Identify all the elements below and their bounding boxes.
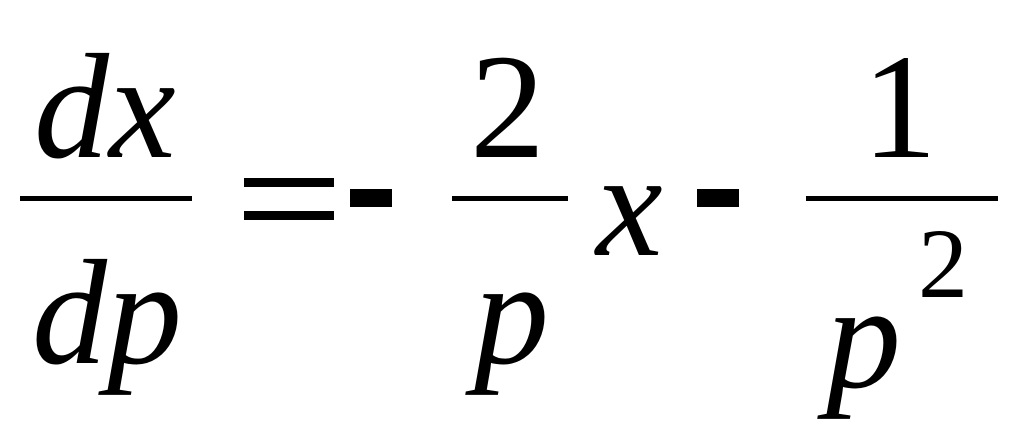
term1-denominator: p xyxy=(474,230,549,396)
term1-fraction-bar xyxy=(452,196,568,201)
lhs-numerator: dx xyxy=(34,24,176,190)
term2-fraction-bar xyxy=(806,196,998,201)
equals-sign: = xyxy=(244,178,334,222)
lhs-fraction-bar xyxy=(20,196,192,201)
term2-numerator: 1 xyxy=(862,24,937,190)
term2-denominator-exponent: 2 xyxy=(918,208,968,319)
minus-sign-2: - xyxy=(697,189,739,207)
lhs-denominator: dp xyxy=(32,230,182,396)
term1-numerator: 2 xyxy=(470,24,545,190)
term2-denominator-base: p xyxy=(826,254,901,420)
variable-x: x xyxy=(596,122,663,288)
minus-sign-1: - xyxy=(350,189,392,207)
